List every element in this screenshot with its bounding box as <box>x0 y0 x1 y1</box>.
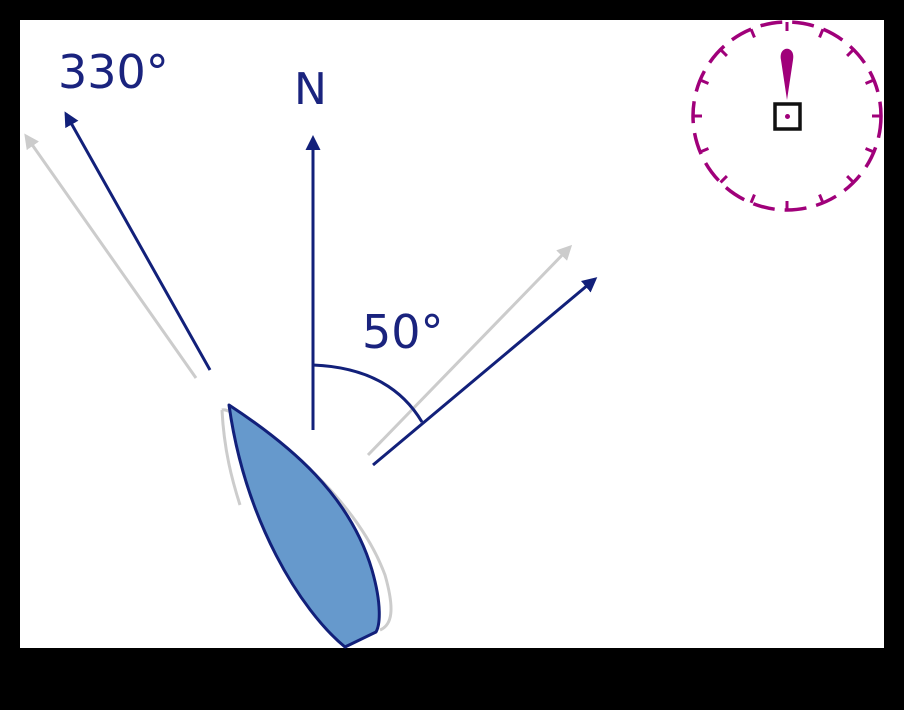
compass-tick <box>818 193 825 204</box>
compass-tick <box>846 175 855 184</box>
ghost-boat-left <box>220 409 242 506</box>
angle-arc <box>312 363 424 423</box>
compass-tick <box>749 193 756 204</box>
compass-tick <box>846 48 855 57</box>
compass-tick <box>699 78 710 85</box>
compass-tick <box>864 147 875 154</box>
arrow-330 <box>64 111 212 371</box>
compass-tick <box>749 28 756 39</box>
label-north: N <box>294 64 327 115</box>
compass-tick <box>719 48 728 57</box>
boat-hull-icon <box>227 403 381 649</box>
canvas-background <box>20 20 884 648</box>
label-50: 50° <box>362 305 444 359</box>
compass-tick <box>719 175 728 184</box>
compass-tick <box>699 147 710 154</box>
ghost-arrow-50 <box>366 244 573 457</box>
compass-rose-icon <box>691 20 883 212</box>
compass-tick <box>818 28 825 39</box>
compass-needle <box>780 48 794 100</box>
compass-tick <box>864 78 875 85</box>
arrow-50 <box>372 277 598 467</box>
label-330: 330° <box>58 45 169 99</box>
compass-center-box <box>773 102 802 131</box>
ghost-arrow-330 <box>24 133 198 379</box>
